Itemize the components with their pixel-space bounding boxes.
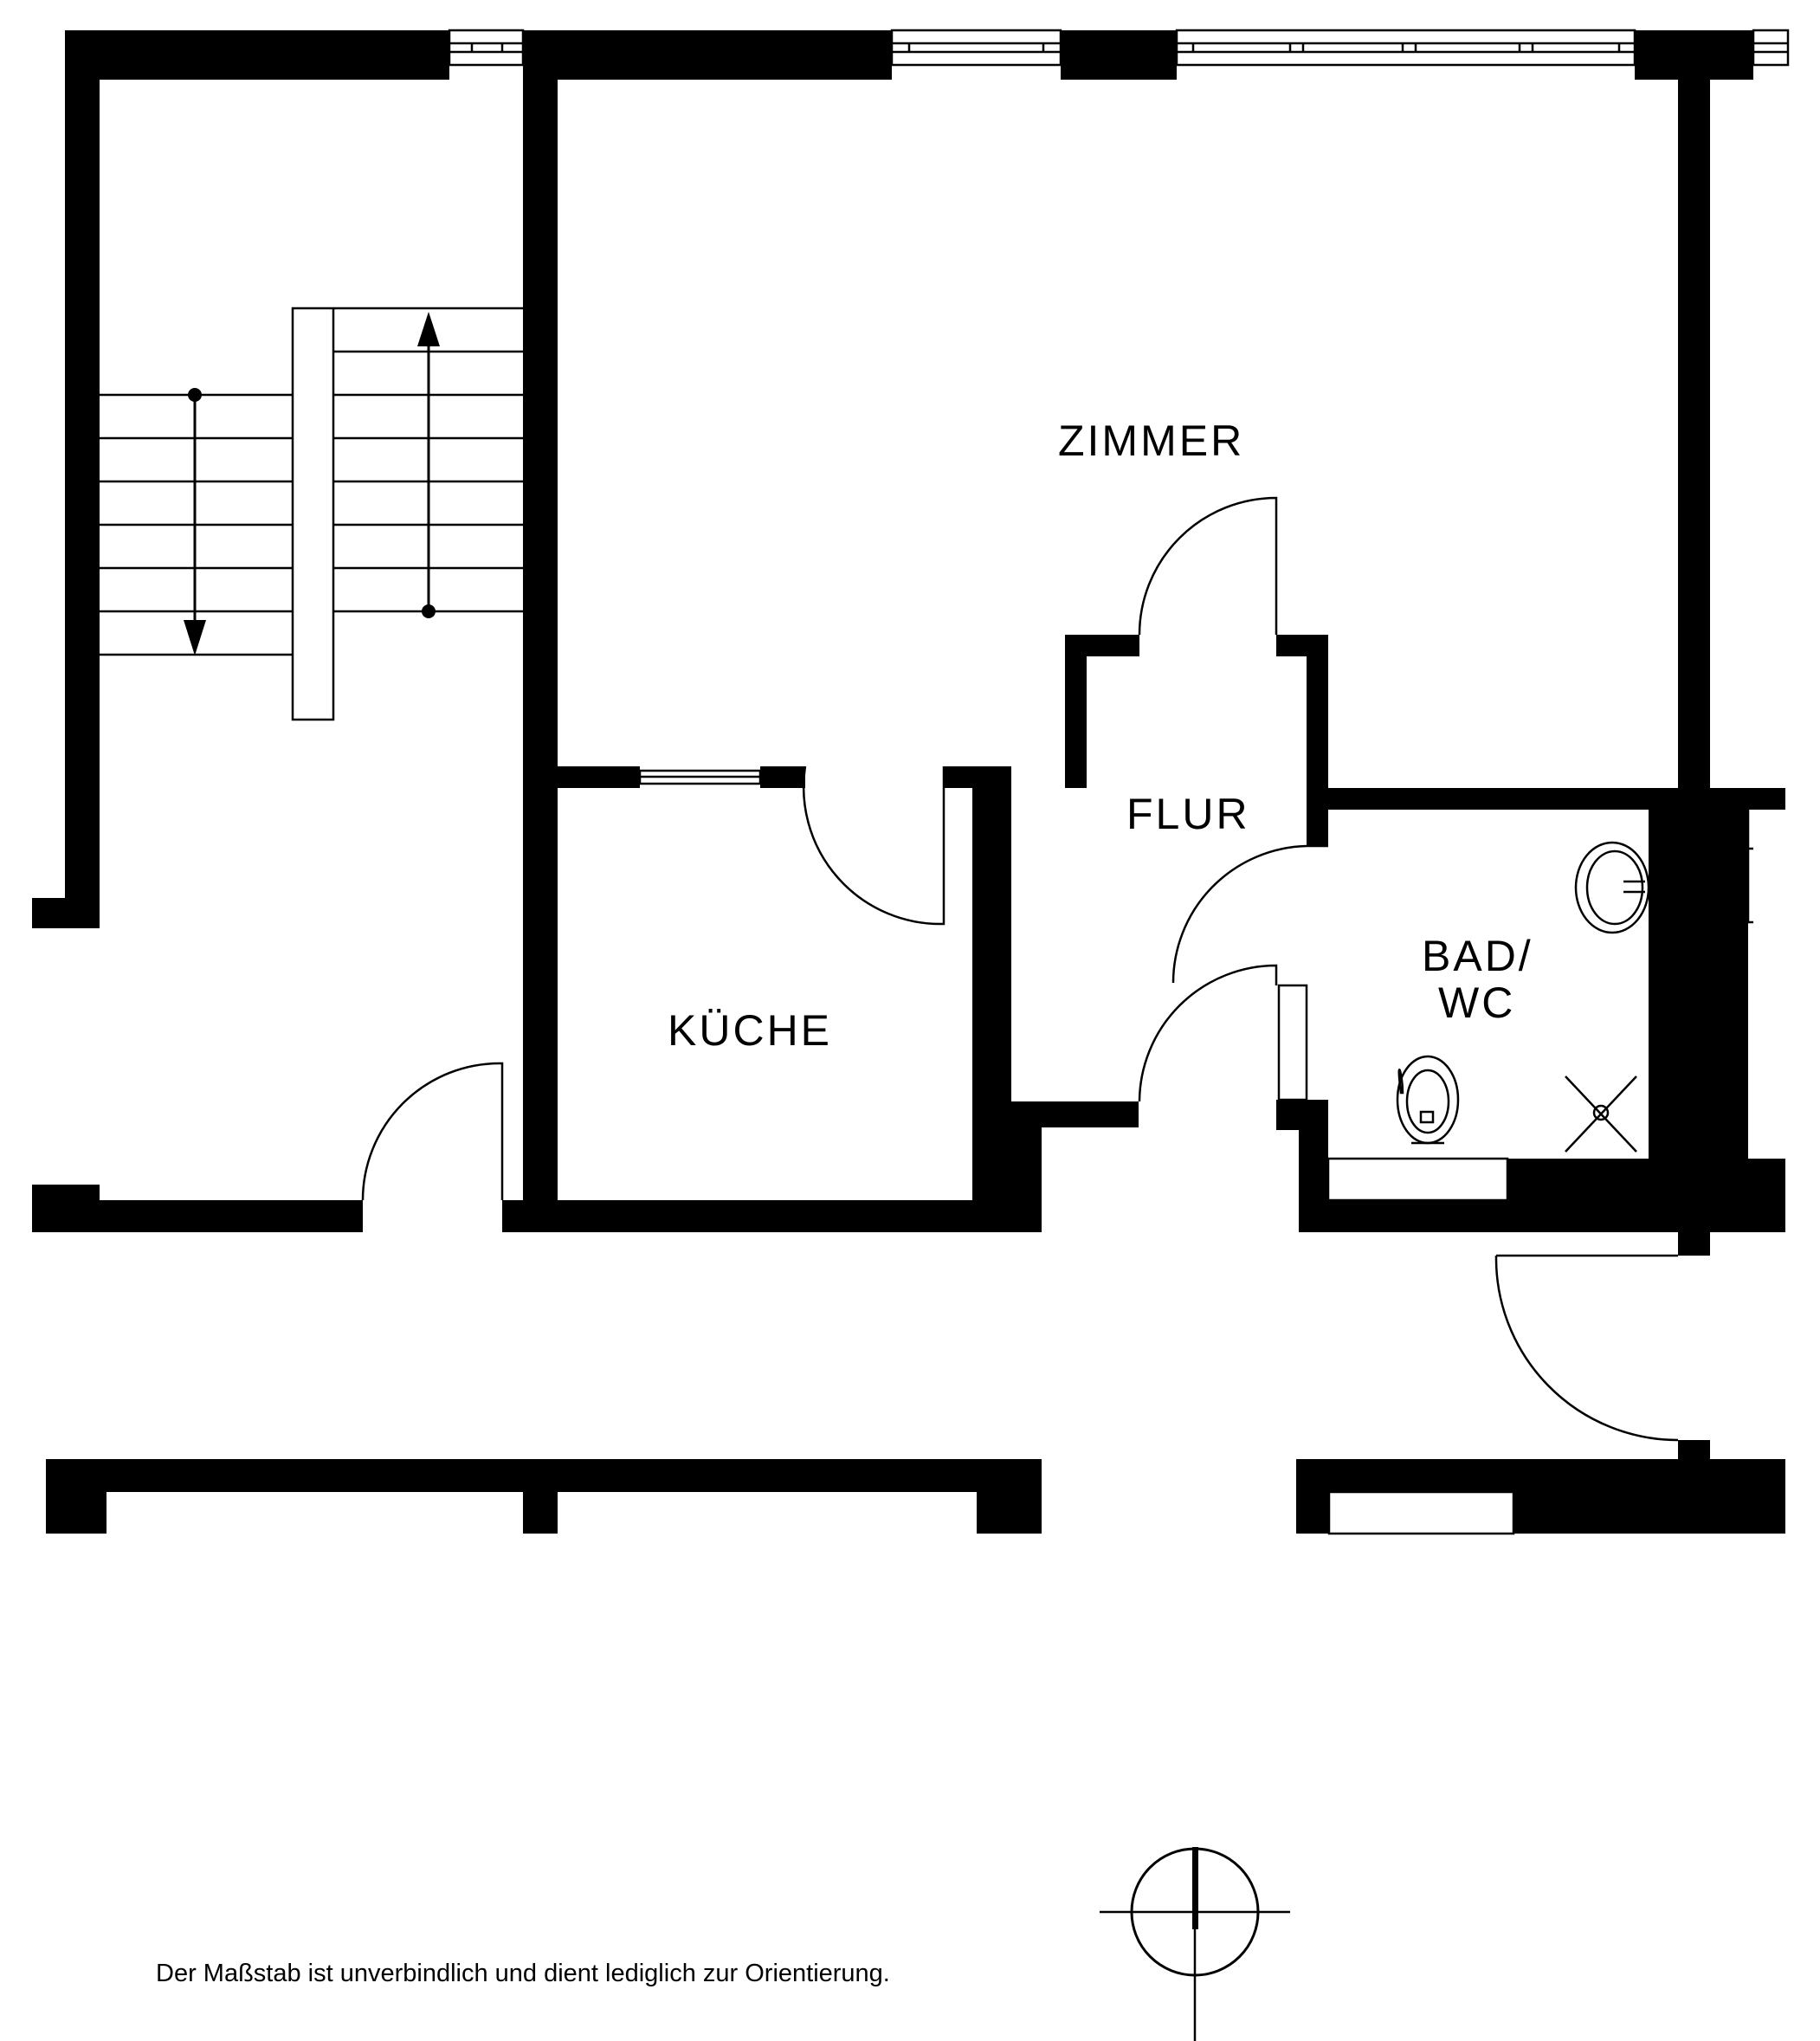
- window-zimmer-1: [890, 29, 1062, 67]
- staircase: [100, 307, 523, 721]
- door-flur-lower: [1138, 964, 1278, 1102]
- wall-kitchen-top-a: [558, 766, 640, 788]
- wall-bad-right-column: [1649, 805, 1748, 1232]
- wall-top-left: [65, 30, 449, 80]
- wall-hall-bottom-left: [32, 1200, 363, 1232]
- stair-up-start-dot: [422, 604, 436, 618]
- wall-left-stub: [32, 898, 100, 928]
- room-label-zimmer: ZIMMER: [1058, 417, 1244, 465]
- wall-flur-left: [990, 766, 1011, 1101]
- wall-flur-step-side: [1065, 635, 1087, 788]
- wall-top-mid: [523, 30, 892, 80]
- bad-door-jamb: [1277, 984, 1308, 1101]
- balcony-panel: [1327, 1490, 1515, 1535]
- wall-stair-partition: [523, 30, 558, 1232]
- room-label-flur: FLUR: [1126, 790, 1250, 838]
- sink-icon: [1574, 841, 1650, 934]
- arrow-up-icon: [417, 312, 440, 346]
- door-exit: [1494, 1254, 1679, 1442]
- window-right-edge: [1752, 29, 1790, 67]
- wall-lower-right-block: [1513, 1459, 1785, 1534]
- stair-landing: [291, 307, 335, 721]
- door-kueche: [802, 765, 945, 926]
- scale-disclaimer: Der Maßstab ist unverbindlich und dient …: [156, 1960, 890, 1987]
- wall-lower-left-post2: [523, 1459, 558, 1534]
- room-label-wc: WC: [1438, 979, 1515, 1027]
- toilet-icon: [1396, 1055, 1460, 1145]
- stair-direction-arrows: [184, 312, 440, 656]
- window-stair: [448, 29, 525, 67]
- windows: [448, 29, 1790, 1535]
- door-hall: [361, 1062, 504, 1201]
- shower-icon: [1565, 1075, 1637, 1153]
- wall-flur-bottom: [990, 1101, 1139, 1127]
- arrow-down-icon: [184, 620, 206, 656]
- wall-kitchen-top-b: [760, 766, 805, 788]
- wall-flur-right-upper: [1307, 635, 1328, 846]
- stair-down-start-dot: [188, 388, 202, 402]
- doors: [361, 496, 1679, 1442]
- window-zimmer-2: [1175, 29, 1636, 67]
- walls: [32, 30, 1785, 1534]
- wall-top-pier: [1061, 30, 1177, 80]
- wall-top-right: [1635, 30, 1753, 80]
- wall-bad-right-stub: [1678, 1212, 1710, 1256]
- door-zimmer: [1138, 496, 1278, 636]
- wall-left: [65, 30, 100, 928]
- wall-lower-left-post1: [46, 1459, 106, 1534]
- north-arrow-icon: [1100, 1847, 1290, 2041]
- wall-lower-right-post1: [1296, 1459, 1329, 1534]
- wall-lower-right-stub: [1678, 1440, 1710, 1466]
- room-label-kueche: KÜCHE: [668, 1006, 832, 1055]
- room-label-bad: BAD/: [1422, 932, 1533, 980]
- wall-lower-left-post3: [977, 1459, 1042, 1534]
- wall-hall-bottom-right: [502, 1200, 1042, 1232]
- wall-zimmer-right: [1678, 78, 1710, 805]
- door-bad: [1171, 844, 1328, 984]
- bad-counter: [1326, 1157, 1509, 1202]
